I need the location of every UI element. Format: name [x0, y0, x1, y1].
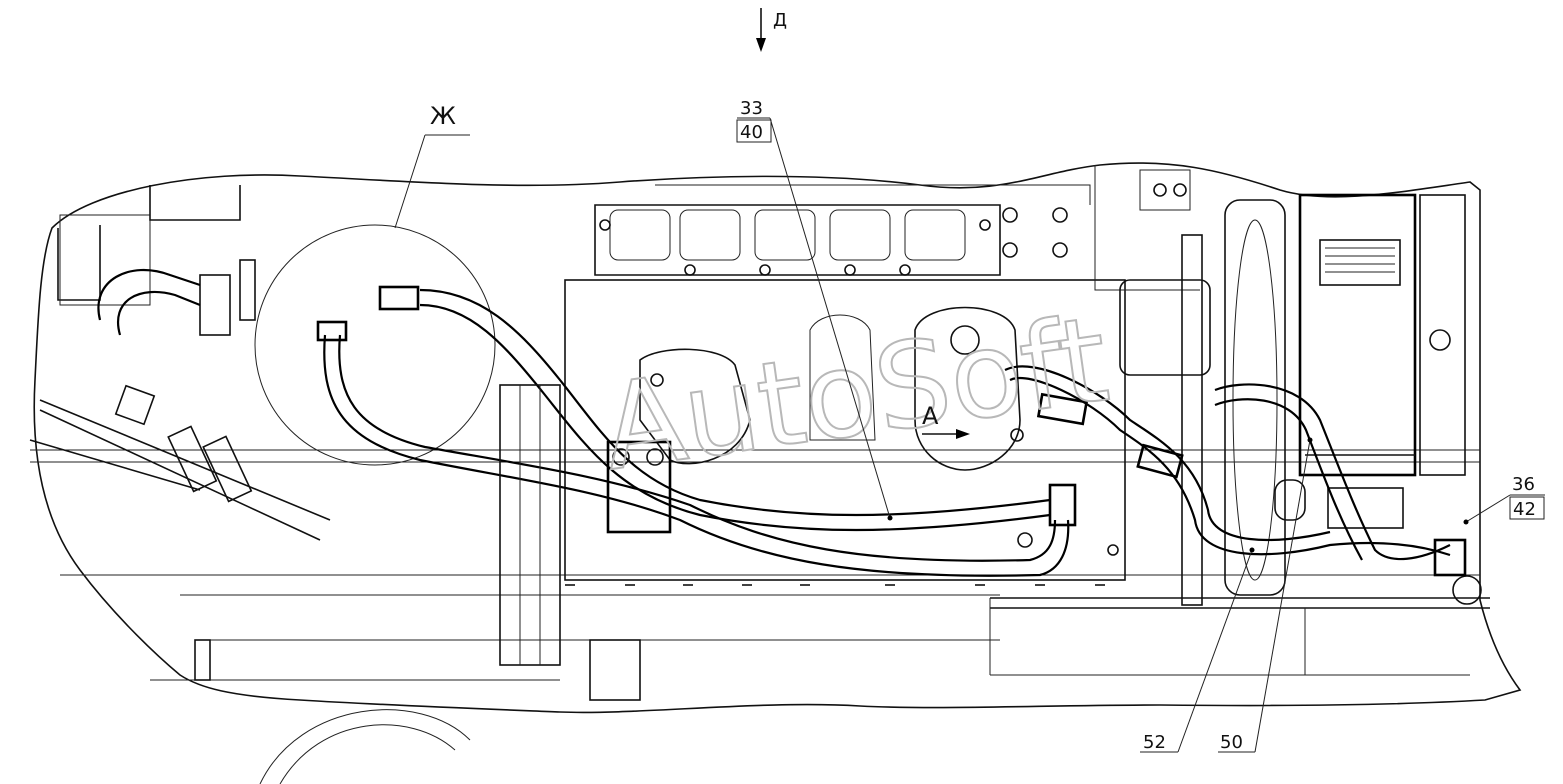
view-arrow [756, 8, 766, 52]
svg-text:33: 33 [740, 98, 763, 119]
radiator [1274, 193, 1482, 605]
callout-50: 50 [1218, 437, 1313, 753]
left-assembly [29, 185, 641, 784]
fuel-pump [639, 279, 1211, 556]
watermark: AutoSoft [595, 290, 1116, 497]
svg-text:52: 52 [1143, 732, 1166, 753]
callout-33-40: 33 40 [736, 98, 893, 521]
svg-text:42: 42 [1513, 499, 1536, 520]
view-boundary [33, 162, 1522, 714]
svg-text:50: 50 [1220, 732, 1243, 753]
callout-52: 52 [1140, 547, 1255, 753]
detail-label: Ж [430, 102, 456, 130]
view-label: Д [773, 10, 787, 31]
callout-36-42: 36 42 [1463, 474, 1545, 525]
flow-arrow-label: А [922, 402, 939, 430]
svg-text:36: 36 [1512, 474, 1535, 495]
hoses [316, 285, 1467, 577]
engine-block [564, 165, 1200, 581]
bracket [499, 384, 672, 666]
svg-text:40: 40 [740, 122, 763, 143]
